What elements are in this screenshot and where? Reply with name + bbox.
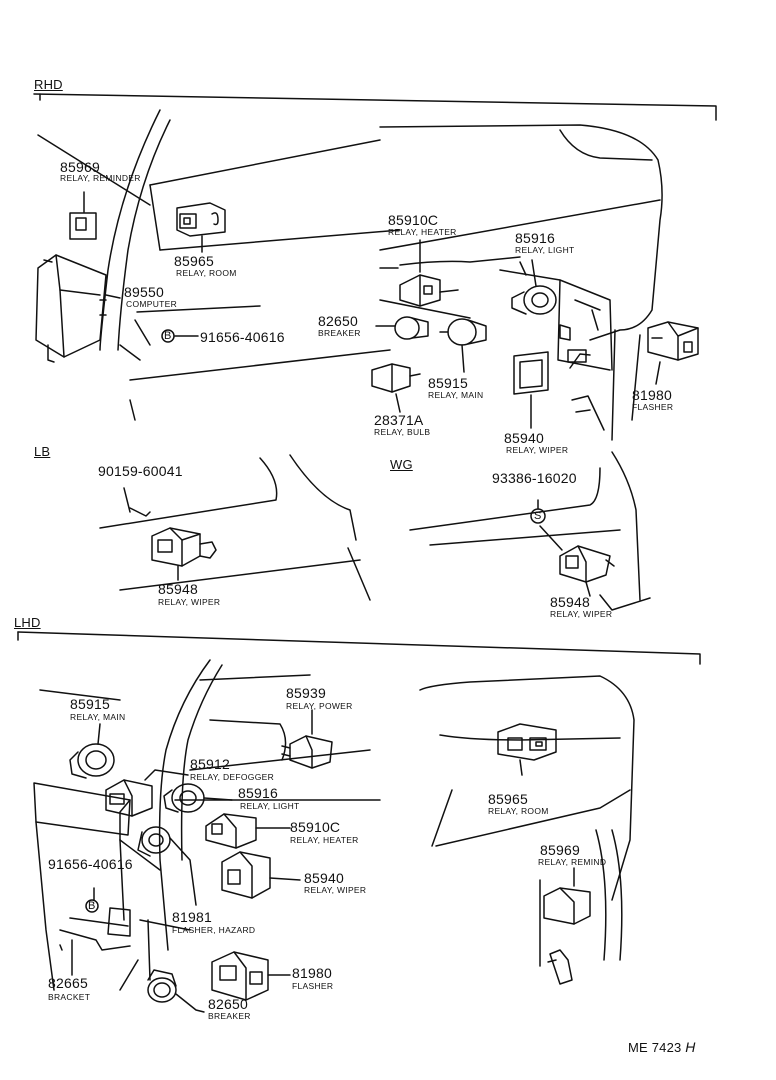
section-label-lhd: LHD: [14, 615, 41, 630]
part-number-85969: 85969: [60, 159, 100, 175]
part-number-85940: 85940: [504, 430, 544, 446]
part-desc-85965: RELAY, ROOM: [176, 268, 237, 278]
part-number-85948-lb: 85948: [158, 581, 198, 597]
part-desc-82650: BREAKER: [318, 328, 361, 338]
rhd-reminder-relay: [69, 191, 97, 240]
lhd-defogger-relay: [105, 769, 189, 817]
part-number-82650-lhd: 82650: [208, 996, 248, 1012]
part-number-85912: 85912: [190, 756, 230, 772]
rhd-wiper-relay: [513, 351, 549, 429]
part-desc-85912: RELAY, DEFOGGER: [190, 772, 275, 782]
part-desc-28371a: RELAY, BULB: [374, 427, 431, 437]
part-number-85910c: 85910C: [388, 212, 439, 228]
lhd-power-relay: [281, 709, 333, 769]
lhd-wiper-relay: [221, 851, 301, 899]
lhd-remind-relay: [543, 867, 591, 985]
part-number-90159-60041: 90159-60041: [98, 463, 183, 479]
part-desc-85910c-lhd: RELAY, HEATER: [290, 835, 359, 845]
part-number-85948-wg: 85948: [550, 594, 590, 610]
wg-body: [409, 451, 651, 611]
rhd-flasher: [647, 321, 699, 385]
part-desc-85969-lhd: RELAY, REMIND: [538, 857, 607, 867]
part-number-82650: 82650: [318, 313, 358, 329]
lhd-light-relay: [163, 783, 233, 813]
part-number-85916-lhd: 85916: [238, 785, 278, 801]
lhd-bracket-screw: [71, 899, 99, 976]
part-number-81981: 81981: [172, 909, 212, 925]
screw-mark-s-icon: S: [534, 510, 542, 522]
part-number-85915: 85915: [428, 375, 468, 391]
lb-wiper-relay: [151, 527, 217, 581]
part-number-81980: 81980: [632, 387, 672, 403]
part-desc-85916-lhd: RELAY, LIGHT: [240, 801, 300, 811]
part-number-91656-40616: 91656-40616: [200, 329, 285, 345]
section-frames: [17, 93, 717, 665]
part-number-85969-lhd: 85969: [540, 842, 580, 858]
screw-mark-b-lhd-icon: B: [88, 900, 96, 912]
section-label-lb: LB: [34, 444, 51, 459]
part-desc-85916: RELAY, LIGHT: [515, 245, 575, 255]
lhd-hazard-flasher: [137, 826, 197, 906]
diagram-code-number: ME 7423: [628, 1040, 682, 1055]
part-number-91656-40616-lhd: 91656-40616: [48, 856, 133, 872]
section-label-wg: WG: [390, 457, 413, 472]
lhd-main-relay: [69, 723, 115, 779]
part-number-81980-lhd: 81980: [292, 965, 332, 981]
part-desc-85965-lhd: RELAY, ROOM: [488, 806, 549, 816]
part-desc-81980: FLASHER: [632, 402, 674, 412]
part-desc-85915: RELAY, MAIN: [428, 390, 484, 400]
rhd-left-body-outline: [37, 109, 401, 421]
part-number-85910c-lhd: 85910C: [290, 819, 341, 835]
part-desc-85915-lhd: RELAY, MAIN: [70, 712, 126, 722]
part-number-85915-lhd: 85915: [70, 696, 110, 712]
rhd-breaker: [375, 316, 429, 340]
part-desc-85910c: RELAY, HEATER: [388, 227, 457, 237]
rhd-bulb-relay: [371, 363, 421, 413]
lhd-heater-relay: [205, 813, 291, 849]
lhd-breaker: [147, 969, 205, 1013]
part-desc-82665: BRACKET: [48, 992, 91, 1002]
lhd-room-relay: [497, 723, 557, 761]
wg-wiper-relay: [539, 525, 615, 597]
lhd-left-body: [33, 659, 381, 991]
rhd-right-body-outline: [379, 124, 663, 441]
rhd-heater-relay: [399, 239, 459, 307]
part-number-85965-lhd: 85965: [488, 791, 528, 807]
part-desc-85940-lhd: RELAY, WIPER: [304, 885, 367, 895]
part-number-85916: 85916: [515, 230, 555, 246]
section-label-rhd: RHD: [34, 77, 63, 92]
part-number-85940-lhd: 85940: [304, 870, 344, 886]
screw-mark-b-icon: B: [164, 330, 172, 342]
diagram-code-suffix: H: [685, 1039, 696, 1055]
part-desc-81980-lhd: FLASHER: [292, 981, 334, 991]
part-number-85965: 85965: [174, 253, 214, 269]
part-desc-81981: FLASHER, HAZARD: [172, 925, 256, 935]
part-desc-85939: RELAY, POWER: [286, 701, 353, 711]
rhd-light-relay: [511, 259, 557, 315]
part-desc-85948-lb: RELAY, WIPER: [158, 597, 221, 607]
part-number-82665: 82665: [48, 975, 88, 991]
part-desc-85969: RELAY, REMINDER: [60, 173, 141, 183]
part-number-89550: 89550: [124, 284, 164, 300]
rhd-main-relay: [439, 318, 487, 373]
part-desc-82650-lhd: BREAKER: [208, 1011, 251, 1021]
part-number-28371a: 28371A: [374, 412, 424, 428]
rhd-computer: [35, 254, 199, 363]
part-number-85939: 85939: [286, 685, 326, 701]
part-desc-89550: COMPUTER: [126, 299, 178, 309]
part-desc-85948-wg: RELAY, WIPER: [550, 609, 613, 619]
part-number-93386-16020: 93386-16020: [492, 470, 577, 486]
lb-body: [99, 454, 371, 601]
rhd-room-relay: [176, 202, 226, 253]
diagram-code: ME 7423 H: [628, 1040, 696, 1054]
part-desc-85940: RELAY, WIPER: [506, 445, 569, 455]
lhd-right-body: [419, 675, 635, 967]
lhd-flasher: [211, 951, 291, 1001]
